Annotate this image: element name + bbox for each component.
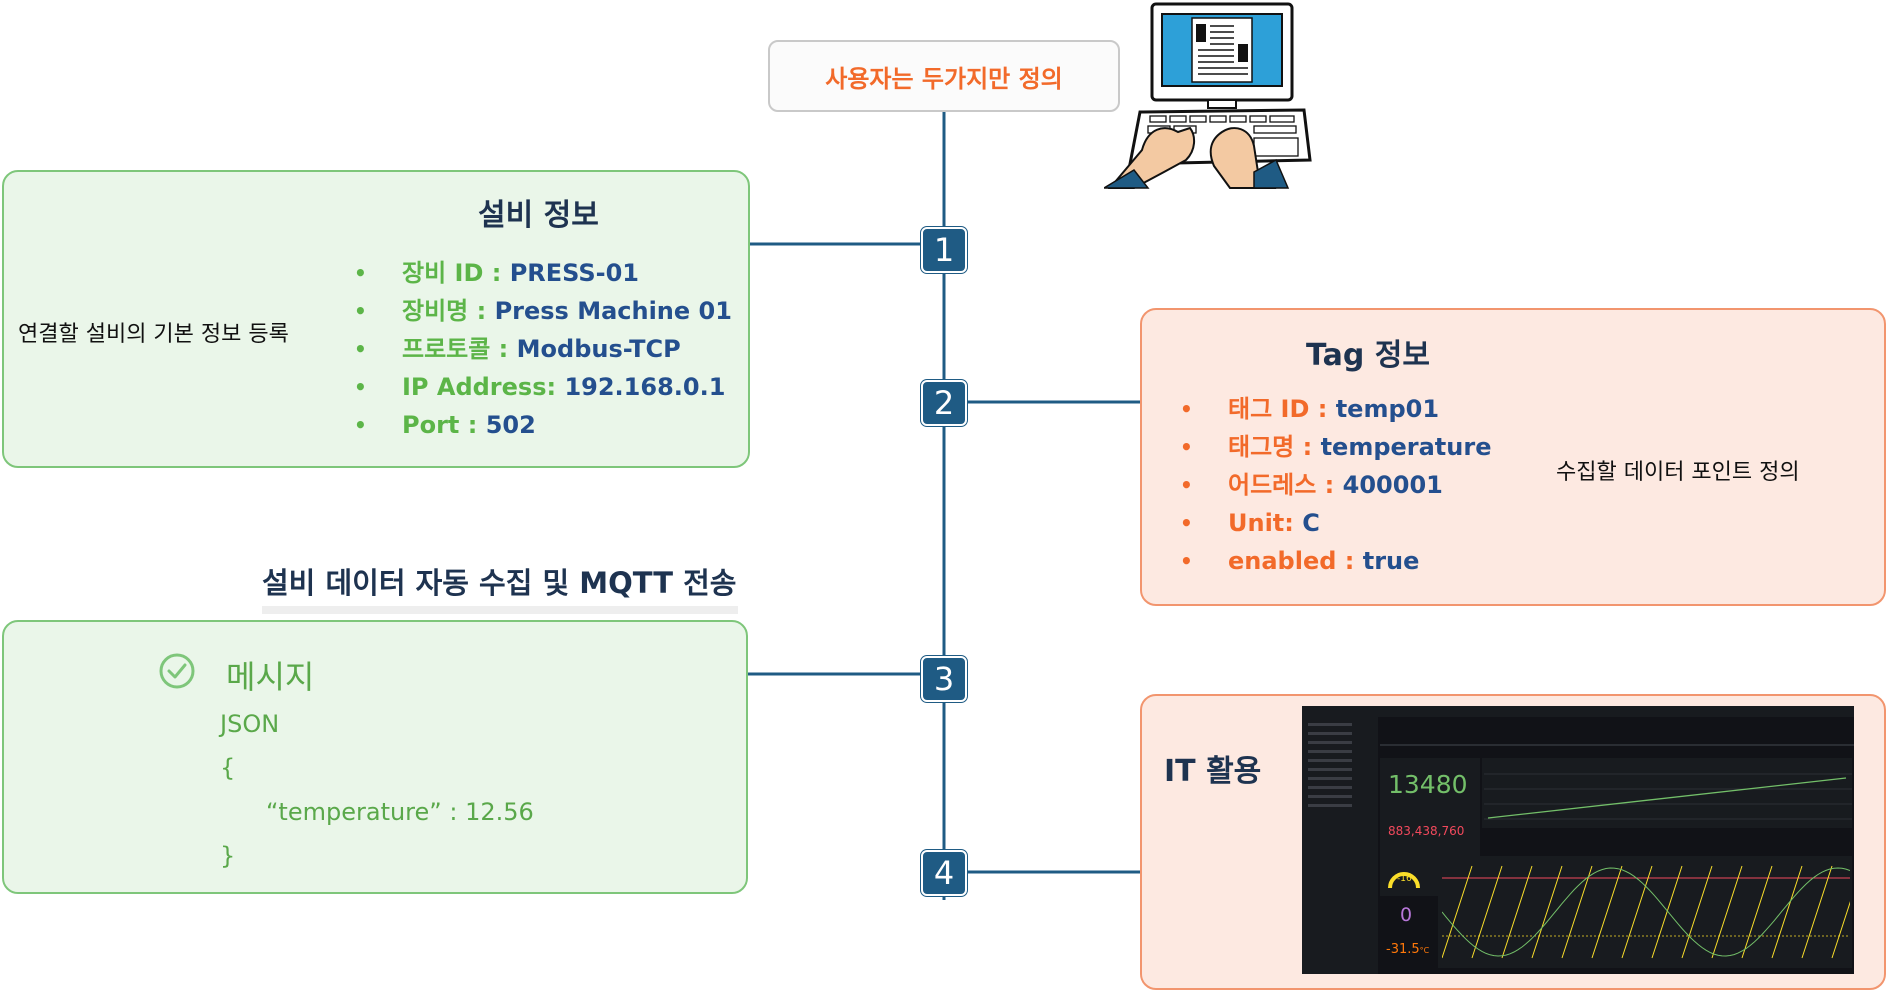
stat-temperature: -31.5°C <box>1386 942 1430 957</box>
equipment-field: IP Address: 192.168.0.1 <box>350 368 732 406</box>
equipment-title: 설비 정보 <box>478 198 599 233</box>
step-badge-2: 2 <box>921 380 967 426</box>
step-badge-4: 4 <box>921 850 967 896</box>
json-open-brace: { <box>220 754 236 782</box>
timeseries-chart <box>1442 865 1850 959</box>
dashboard-sidebar <box>1302 717 1378 974</box>
tag-field: 태그명 : temperature <box>1176 428 1491 466</box>
top-note-text: 사용자는 두가지만 정의 <box>825 64 1063 93</box>
equipment-field: Port : 502 <box>350 406 732 444</box>
stat-secondary: 883,438,760 <box>1388 824 1465 838</box>
tag-title: Tag 정보 <box>1306 338 1430 373</box>
history-line <box>1484 773 1852 820</box>
message-title: 메시지 <box>226 658 315 696</box>
stat-zero: 0 <box>1400 904 1413 926</box>
step-badge-1: 1 <box>921 227 967 273</box>
equipment-field: 장비 ID : PRESS-01 <box>350 254 732 292</box>
stat-panel <box>1380 758 1480 858</box>
equipment-info-panel: 설비 정보 연결할 설비의 기본 정보 등록 장비 ID : PRESS-01 … <box>2 170 750 468</box>
step-badge-3: 3 <box>921 656 967 702</box>
json-entry: “temperature” : 12.56 <box>266 798 534 826</box>
equipment-field: 프로토콜 : Modbus-TCP <box>350 330 732 368</box>
top-note-box: 사용자는 두가지만 정의 <box>768 40 1120 112</box>
gauge-icon <box>1388 872 1420 889</box>
tag-description: 수집할 데이터 포인트 정의 <box>1556 460 1800 485</box>
tag-info-panel: Tag 정보 수집할 데이터 포인트 정의 태그 ID : temp01 태그명… <box>1140 308 1886 606</box>
message-panel: 메시지 JSON { “temperature” : 12.56 } <box>2 620 748 894</box>
tag-field: enabled : true <box>1176 542 1491 580</box>
timeseries-panel <box>1438 856 1852 968</box>
it-usage-title: IT 활용 <box>1164 754 1262 789</box>
message-format: JSON <box>220 710 280 738</box>
equipment-field: 장비명 : Press Machine 01 <box>350 292 732 330</box>
equipment-description: 연결할 설비의 기본 정보 등록 <box>18 322 289 347</box>
collection-heading-underline <box>262 606 738 614</box>
stat-main: 13480 <box>1388 770 1468 799</box>
tag-field: 어드레스 : 400001 <box>1176 466 1491 504</box>
dashboard-screenshot: 13480 883,438,760 -16 0 -31.5°C <box>1302 706 1854 974</box>
history-panel <box>1482 758 1852 828</box>
check-circle-icon <box>159 653 195 689</box>
tag-field: 태그 ID : temp01 <box>1176 390 1491 428</box>
equipment-fields: 장비 ID : PRESS-01 장비명 : Press Machine 01 … <box>350 254 732 444</box>
tag-fields: 태그 ID : temp01 태그명 : temperature 어드레스 : … <box>1176 390 1491 580</box>
tag-field: Unit: C <box>1176 504 1491 542</box>
json-close-brace: } <box>220 842 236 870</box>
collection-heading: 설비 데이터 자동 수집 및 MQTT 전송 <box>262 566 737 600</box>
dashboard-topbar <box>1302 706 1854 717</box>
computer-keyboard-icon <box>1104 2 1312 189</box>
gauge-value: -16 <box>1397 874 1412 884</box>
